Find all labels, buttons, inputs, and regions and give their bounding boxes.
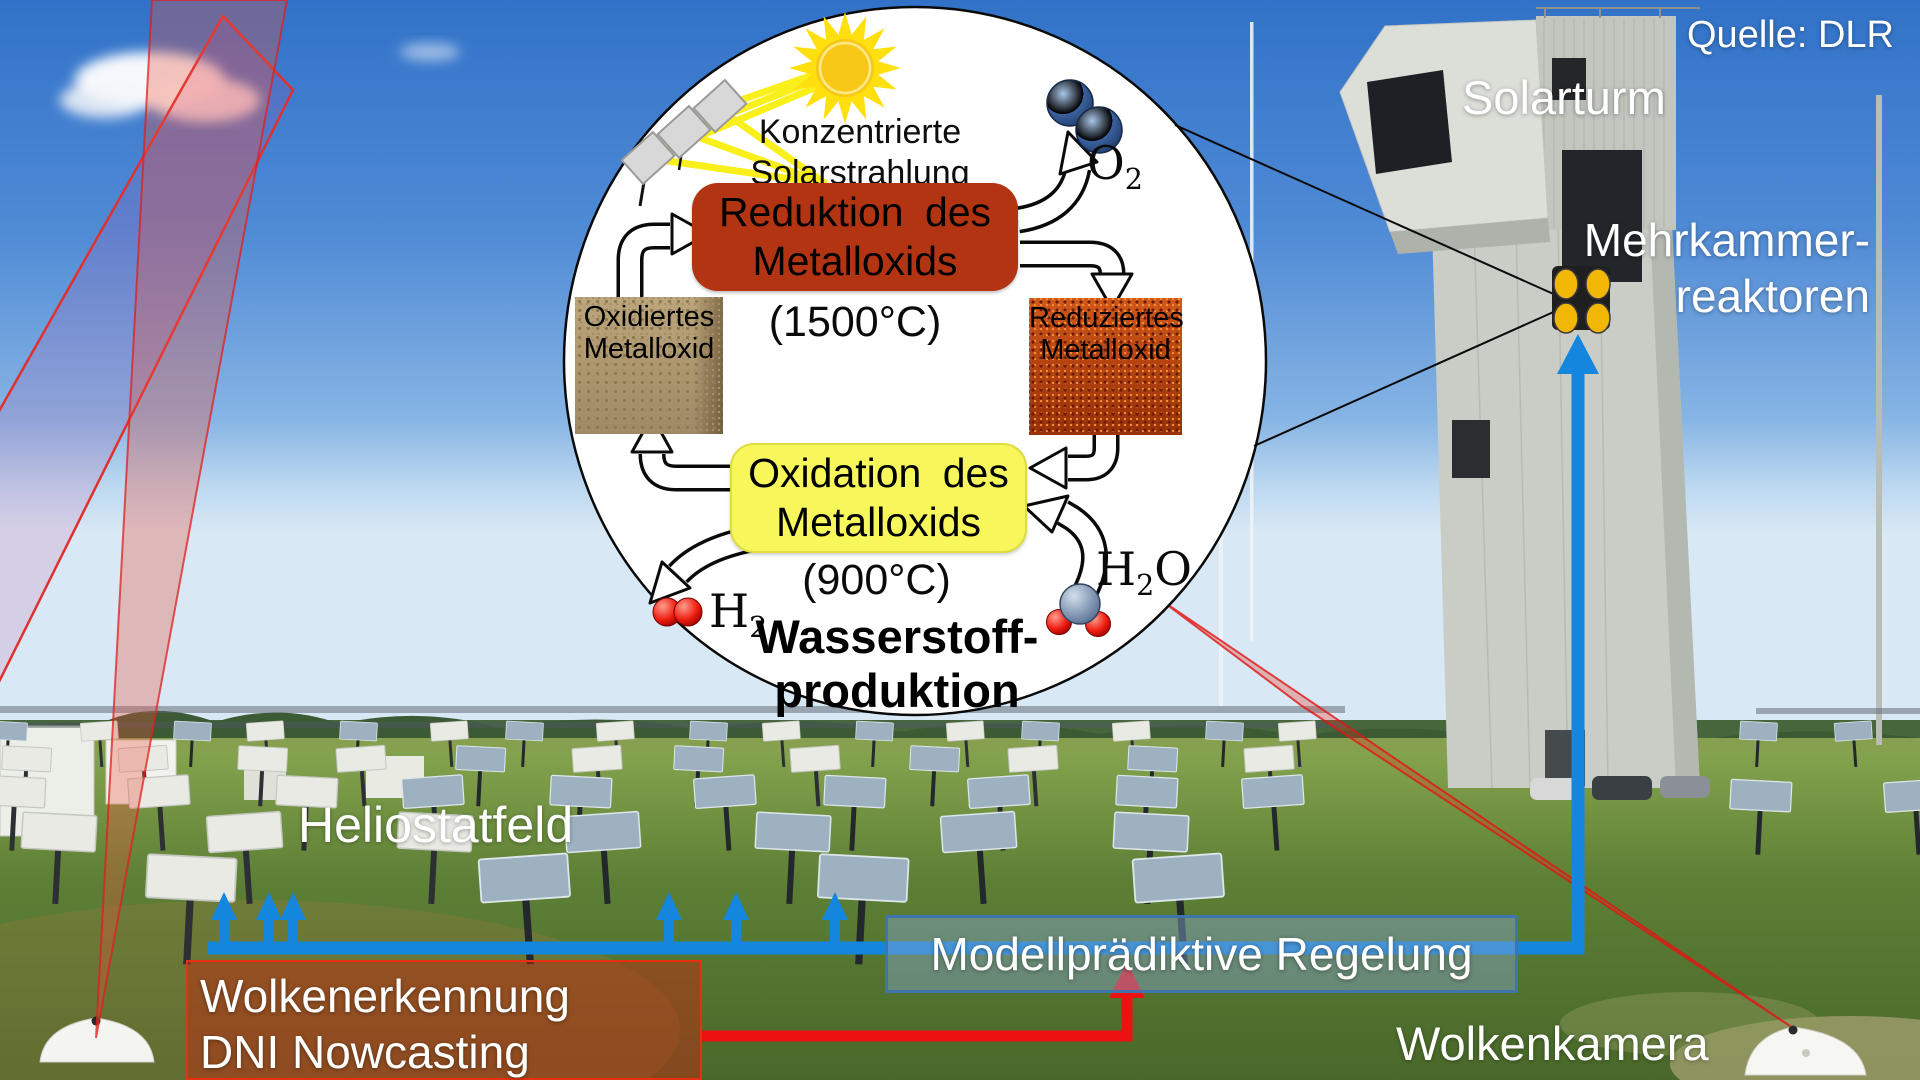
mpc-box: Modellprädiktive Regelung: [885, 915, 1518, 993]
oxidation-line1: Oxidation des: [748, 449, 1009, 496]
parked-cars: [1530, 776, 1710, 800]
reduction-line1: Reduktion des: [718, 188, 992, 235]
heliostat-field-strips: [0, 706, 1920, 728]
label-wolkenkamera: Wolkenkamera: [1396, 1017, 1709, 1070]
mini-heliostat-icons: [620, 78, 748, 207]
label-solarturm: Solarturm: [1462, 71, 1666, 124]
receiver-aperture: [1367, 70, 1452, 174]
h2-base: H: [709, 584, 750, 638]
h2o-tail: O: [1154, 542, 1192, 596]
h2-sub: 2: [749, 611, 768, 645]
label-mehrkammer-reaktoren: Mehrkammer- reaktoren: [1540, 212, 1870, 324]
lattice-mast: [1876, 95, 1882, 745]
oxidation-box: Oxidation des Metalloxids: [730, 443, 1027, 553]
o2-sub: 2: [1124, 163, 1143, 197]
h2o-base: H: [1096, 542, 1137, 596]
cloud-detect-line1: Wolkenerkennung: [200, 970, 570, 1022]
cloud-detection-frame: [0, 13, 295, 683]
cloud-detect-line2: DNI Nowcasting: [200, 1026, 530, 1079]
reduction-box: Reduktion des Metalloxids: [692, 183, 1018, 291]
hydrogen-production-label: Wasserstoff- produktion: [742, 610, 1052, 717]
oxidation-line2: Metalloxids: [775, 499, 982, 545]
reactor-label-line2: reaktoren: [1675, 270, 1870, 323]
reduction-temp: (1500°C): [768, 298, 942, 346]
label-heliostatfeld: Heliostatfeld: [298, 797, 574, 853]
h2o-sub: 2: [1136, 569, 1155, 603]
mpc-label: Modellprädiktive Regelung: [930, 928, 1473, 980]
tower-window-small: [1552, 58, 1586, 100]
clouds: [60, 43, 460, 122]
solar-tower: [1339, 7, 1700, 789]
oxidized-metal-oxide-tile: Oxidiertes Metalloxid: [575, 297, 723, 434]
o2-molecule-icon: [1046, 79, 1123, 154]
h2o-molecule-icon: [1046, 583, 1111, 637]
reduced-metal-oxide-tile: Reduziertes Metalloxid: [1029, 298, 1184, 435]
red-signal-arrow: [700, 962, 1145, 1042]
reduced-line2: Metalloxid: [1040, 334, 1171, 367]
reactor-callout: [1174, 124, 1611, 447]
oxidized-line1: Oxidiertes: [583, 301, 715, 333]
h2-label: H2: [709, 584, 767, 644]
source-credit: Quelle: DLR: [1687, 14, 1894, 56]
oxidized-line2: Metalloxid: [583, 333, 715, 366]
blue-control-arrows: [208, 334, 1599, 955]
concentrated-solar-label: Konzentrierte Solarstrahlung: [700, 112, 1020, 194]
camera-view-cones: [0, 0, 1791, 1039]
o2-base: O: [1087, 136, 1125, 190]
product-line2: produktion: [774, 663, 1020, 717]
sun-icon: [789, 12, 901, 124]
cloud-detection-box: Wolkenerkennung DNI Nowcasting: [186, 960, 702, 1080]
dirt-path-2: [1560, 992, 1820, 1056]
right-camera-cone: [1157, 597, 1791, 1027]
reduction-line2: Metalloxids: [752, 238, 958, 284]
tower-window-mid: [1452, 420, 1490, 478]
reduced-line1: Reduziertes: [1029, 302, 1184, 334]
h2o-label: H2O: [1096, 542, 1192, 602]
reactor-label-line1: Mehrkammer-: [1583, 214, 1870, 266]
o2-label: O2: [1087, 136, 1143, 196]
cloud-camera-dome-right: [1744, 1025, 1867, 1076]
h2-molecule-icon: [652, 597, 703, 627]
product-line1: Wasserstoff-: [755, 610, 1039, 663]
field-mast: [1219, 455, 1223, 707]
tower-window-large: [1562, 150, 1642, 282]
oxidation-temp: (900°C): [802, 556, 951, 604]
solar-label-line1: Konzentrierte: [758, 113, 962, 151]
left-camera-cone: [95, 0, 289, 1039]
